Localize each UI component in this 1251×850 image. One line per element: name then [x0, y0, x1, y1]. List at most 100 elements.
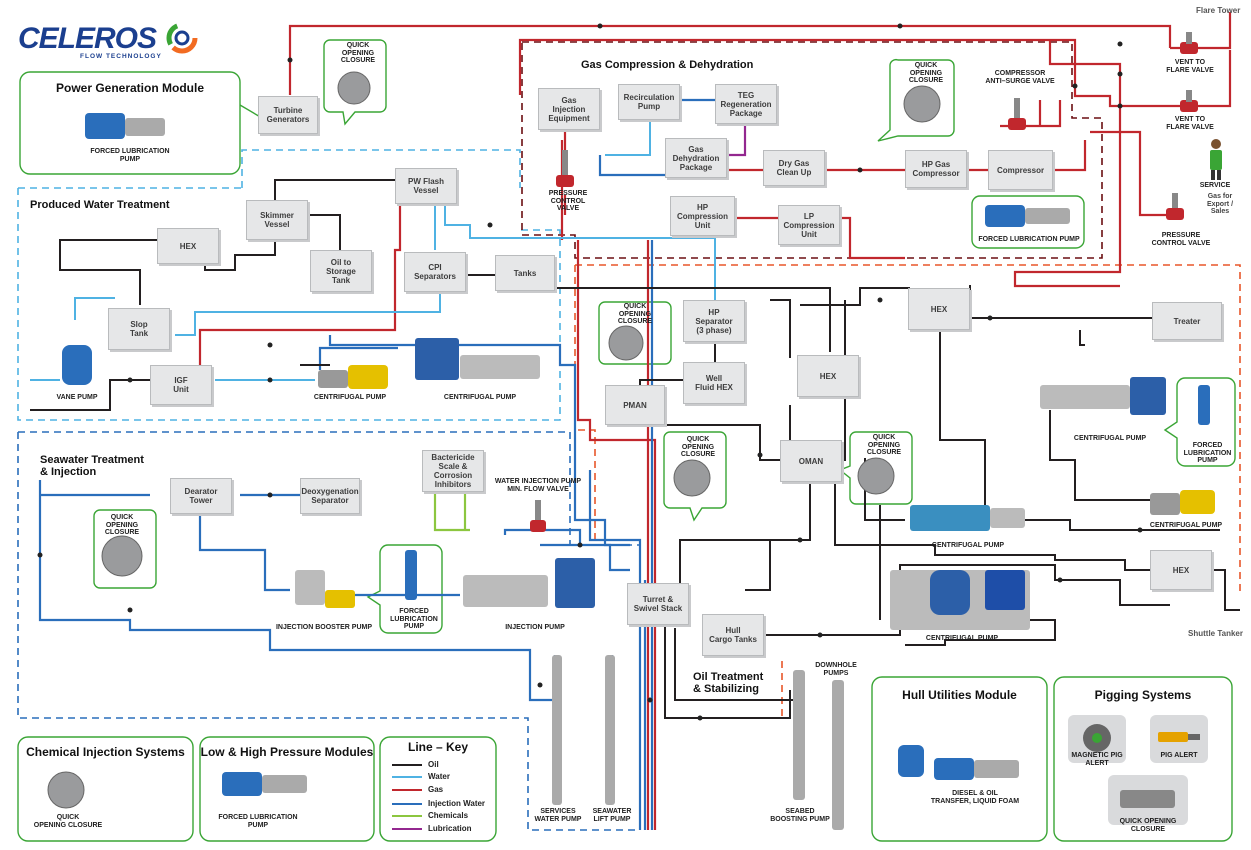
igf-unit-box[interactable]: IGF Unit [150, 365, 212, 405]
service-worker-icon [1210, 139, 1222, 180]
pman-box[interactable]: PMAN [605, 385, 665, 425]
qoc-label-2: QUICK OPENING CLOSURE [908, 62, 944, 84]
seawater-lift-pump-icon [605, 655, 615, 805]
celeros-swirl-icon [166, 22, 198, 54]
hp-compression-unit-box[interactable]: HP Compression Unit [670, 196, 735, 236]
dry-gas-cleanup-box[interactable]: Dry Gas Clean Up [763, 150, 825, 186]
dearator-tower-box[interactable]: Dearator Tower [170, 478, 232, 514]
qoc-frame-2 [877, 58, 955, 142]
teg-regeneration-box[interactable]: TEG Regeneration Package [715, 84, 777, 124]
forced-lube-sw-frame [366, 544, 443, 634]
diesel-oil-transfer-icon [934, 758, 1019, 780]
key-item-water: Water [392, 772, 450, 781]
centrifugal-pump-5-icon [910, 505, 1025, 531]
deoxygenation-separator-box[interactable]: Deoxygenation Separator [300, 478, 360, 514]
gas-compression-border [521, 41, 1103, 259]
injection-pump-icon [463, 558, 595, 608]
pig-alert-icon [1150, 715, 1208, 763]
oil-treatment-border [574, 264, 1241, 719]
compressor-box[interactable]: Compressor [988, 150, 1053, 190]
produced-water-title: Produced Water Treatment [30, 199, 170, 211]
produced-water-border [17, 149, 561, 421]
pressure-control-valve-label: PRESSURE CONTROL VALVE [548, 190, 588, 212]
flow-arrows [37, 23, 1143, 721]
key-item-injection-water: Injection Water [392, 799, 485, 808]
qoc-frame-1 [323, 39, 387, 126]
services-water-pump-label: SERVICES WATER PUMP [534, 808, 582, 823]
services-water-pump-icon [552, 655, 562, 805]
cpi-separators-box[interactable]: CPI Separators [404, 252, 466, 292]
centrifugal-pump-6-label: CENTRIFUGAL PUMP [925, 635, 999, 642]
key-item-gas: Gas [392, 785, 443, 794]
hex-pw-box[interactable]: HEX [157, 228, 219, 264]
oman-box[interactable]: OMAN [780, 440, 842, 482]
forced-lube-right-label: FORCED LUBRICATION PUMP [1183, 442, 1232, 464]
qoc-label-1: QUICK OPENING CLOSURE [340, 42, 376, 64]
hex-mid-box[interactable]: HEX [797, 355, 859, 397]
bactericide-box[interactable]: Bactericide Scale & Corrosion Inhibitors [422, 450, 484, 492]
qoc-frame-4 [663, 431, 727, 522]
forced-lube-gas-label: FORCED LUBRICATION PUMP [978, 236, 1080, 243]
oil-to-storage-box[interactable]: Oil to Storage Tank [310, 250, 372, 292]
qoc-label-5: QUICK OPENING CLOSURE [866, 434, 902, 456]
hull-vane-pump-icon [898, 745, 924, 777]
slop-tank-box[interactable]: Slop Tank [108, 308, 170, 350]
turbine-generators-box[interactable]: Turbine Generators [258, 96, 318, 134]
oil-treatment-title: Oil Treatment & Stabilizing [693, 671, 764, 695]
forced-lube-sw-label: FORCED LUBRICATION PUMP [390, 608, 438, 630]
forced-lubrication-pump-power-icon [85, 113, 165, 139]
chem-qoc-label: QUICK OPENING CLOSURE [33, 814, 103, 829]
equipment-icons [62, 32, 1222, 830]
qoc-icon-4 [673, 459, 711, 497]
line-key-title: Line – Key [407, 740, 469, 754]
forced-lube-right-frame [1163, 377, 1236, 467]
gas-injection-equipment-box[interactable]: Gas Injection Equipment [538, 88, 600, 130]
low-high-pump-label: FORCED LUBRICATION PUMP [218, 814, 298, 829]
low-high-pump-icon [222, 772, 307, 796]
low-high-pressure-frame [199, 736, 375, 842]
qoc-label-3: QUICK OPENING CLOSURE [617, 303, 653, 325]
treater-box[interactable]: Treater [1152, 302, 1222, 340]
seabed-boosting-pump-icon [793, 670, 805, 800]
vane-pump-icon [62, 345, 92, 385]
key-swatch-water [392, 775, 422, 778]
line-key-list: Oil Water Gas Injection Water Chemicals … [392, 760, 492, 840]
gas-lines [198, 12, 1232, 830]
forced-lube-sw-icon [405, 550, 417, 600]
centrifugal-pump-4-icon [1150, 490, 1215, 515]
forced-lube-power-label: FORCED LUBRICATION PUMP [90, 148, 170, 163]
pw-flash-vessel-box[interactable]: PW Flash Vessel [395, 168, 457, 204]
key-label-injection-water: Injection Water [428, 799, 486, 808]
hp-gas-compressor-box[interactable]: HP Gas Compressor [905, 150, 967, 188]
lp-compression-unit-box[interactable]: LP Compression Unit [778, 205, 840, 245]
key-swatch-injection-water [392, 802, 422, 805]
recirculation-pump-box[interactable]: Recirculation Pump [618, 84, 680, 120]
centrifugal-pump-2-icon [415, 338, 540, 380]
well-fluid-hex-box[interactable]: Well Fluid HEX [683, 362, 745, 404]
hp-separator-box[interactable]: HP Separator (3 phase) [683, 300, 745, 342]
hull-cargo-tanks-box[interactable]: Hull Cargo Tanks [702, 614, 764, 656]
turret-swivel-box[interactable]: Turret & Swivel Stack [627, 583, 689, 625]
vent-to-flare-2-label: VENT TO FLARE VALVE [1166, 116, 1214, 131]
hex-bottom-right-box[interactable]: HEX [1150, 550, 1212, 590]
skimmer-vessel-box[interactable]: Skimmer Vessel [246, 200, 308, 240]
magnetic-pig-alert-icon [1068, 715, 1126, 763]
flare-tower-label: Flare Tower [1196, 6, 1241, 15]
qoc-icon-1 [337, 71, 371, 105]
qoc-frame-6 [93, 509, 157, 589]
pigging-title: Pigging Systems [1094, 688, 1192, 702]
forced-lubrication-pump-gas-icon [985, 205, 1070, 227]
module-frames [17, 39, 1236, 842]
forced-lube-gas-frame [971, 195, 1085, 249]
celeros-tagline: FLOW TECHNOLOGY [80, 53, 162, 60]
vent-to-flare-valve-2-icon [1180, 90, 1198, 112]
gas-dehydration-box[interactable]: Gas Dehydration Package [665, 138, 727, 178]
low-high-pressure-title: Low & High Pressure Modules [200, 745, 374, 759]
centrifugal-pump-1-label: CENTRIFUGAL PUMP [313, 394, 387, 401]
chemicals-lines [433, 490, 470, 532]
hex-right-box[interactable]: HEX [908, 288, 970, 330]
tanks-box[interactable]: Tanks [495, 255, 555, 291]
qoc-icon-5 [857, 457, 895, 495]
